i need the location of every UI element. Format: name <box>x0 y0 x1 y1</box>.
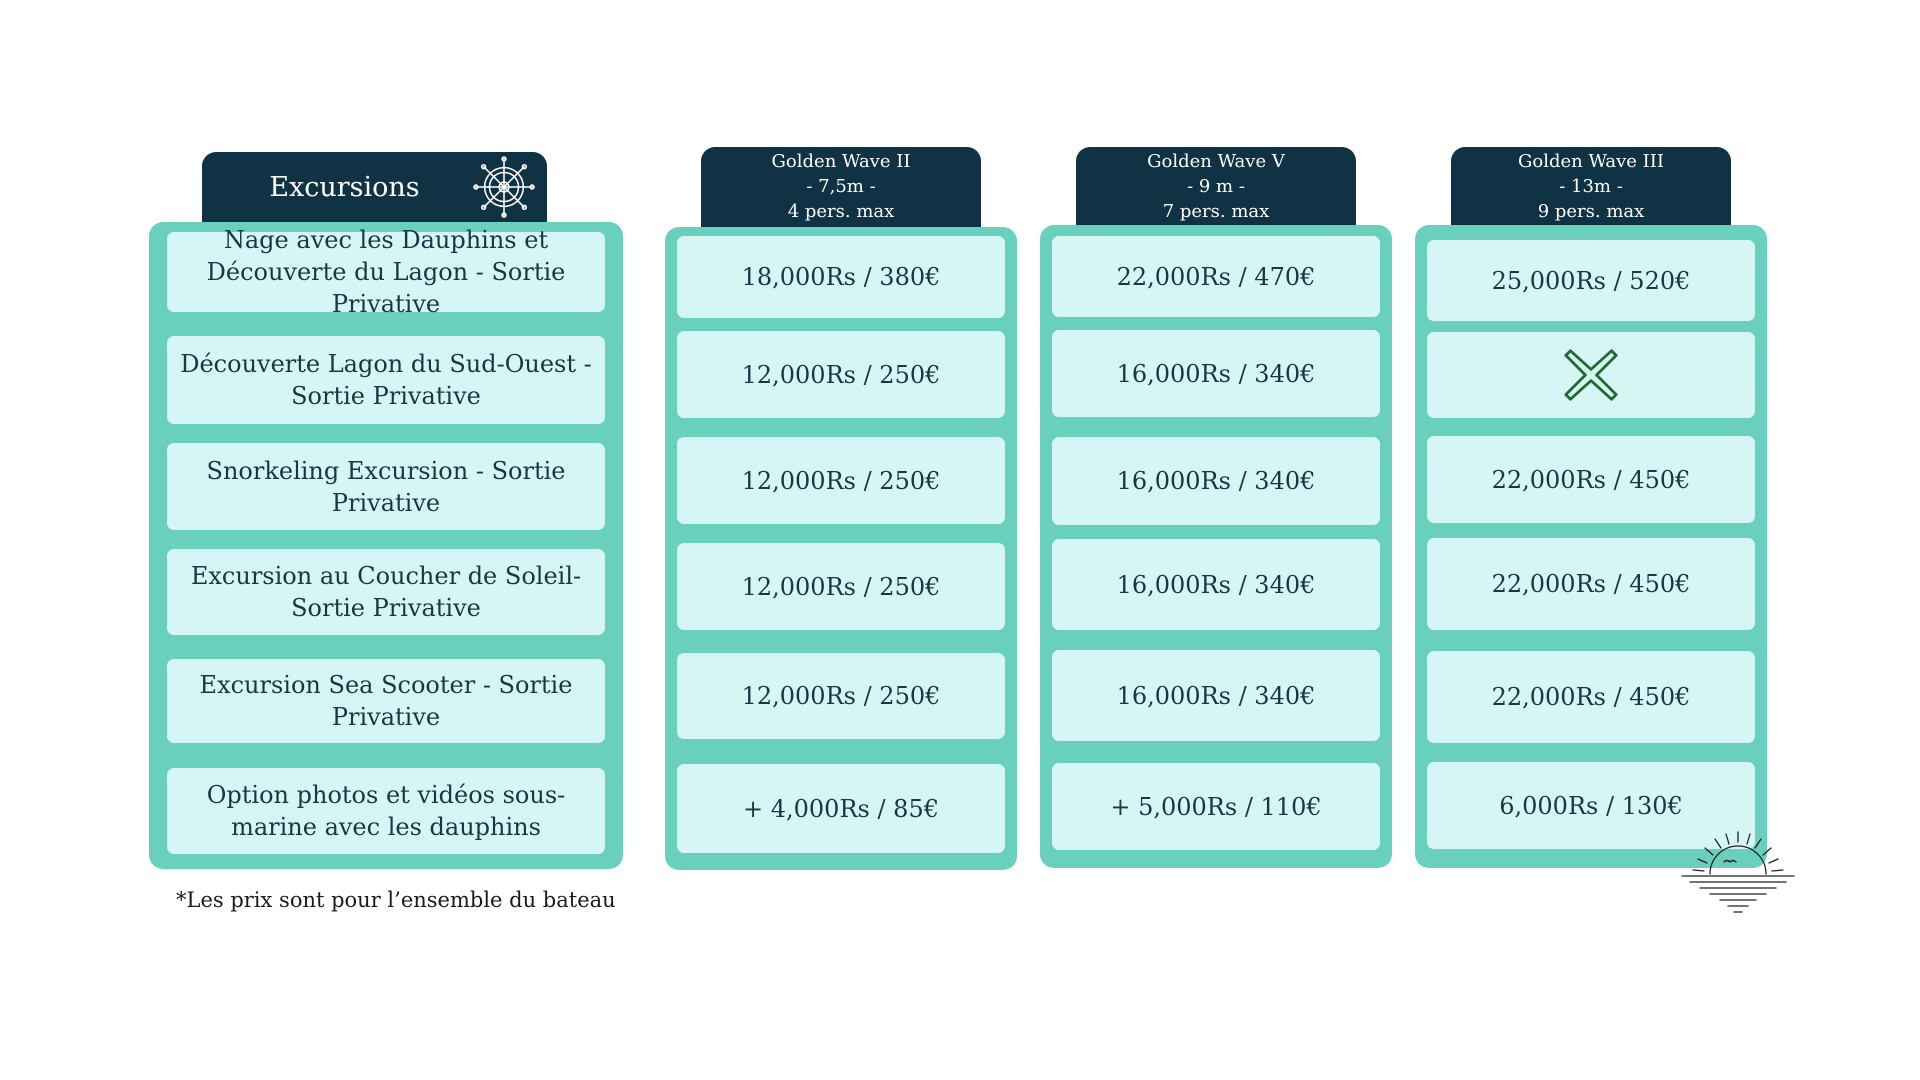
boat-length: - 7,5m - <box>806 176 876 197</box>
price-text: 12,000Rs / 250€ <box>741 682 941 710</box>
price-cell: 12,000Rs / 250€ <box>677 543 1005 630</box>
excursion-item-lagoon: Découverte Lagon du Sud-Ouest - Sortie P… <box>167 336 605 424</box>
excursion-item-sea-scooter: Excursion Sea Scooter - Sortie Privative <box>167 659 605 743</box>
excursion-item-dolphins: Nage avec les Dauphins et Découverte du … <box>167 226 605 318</box>
price-text: 16,000Rs / 340€ <box>1116 681 1316 710</box>
sunset-icon <box>1681 831 1795 913</box>
price-text: 22,000Rs / 470€ <box>1116 262 1316 291</box>
excursion-label: Excursion Sea Scooter - Sortie Privative <box>199 671 573 731</box>
price-text: 16,000Rs / 340€ <box>1116 467 1316 495</box>
price-cell: 6,000Rs / 130€ <box>1427 762 1755 849</box>
cross-icon <box>1564 349 1618 401</box>
boat-capacity: 7 pers. max <box>1162 201 1270 222</box>
price-text: + 4,000Rs / 85€ <box>743 794 939 823</box>
price-text: 22,000Rs / 450€ <box>1491 465 1691 494</box>
boat-length: - 13m - <box>1559 176 1623 197</box>
price-text: 12,000Rs / 250€ <box>741 466 941 495</box>
price-text: 16,000Rs / 340€ <box>1116 359 1316 388</box>
excursion-label: Snorkeling Excursion - Sortie Privative <box>206 456 566 517</box>
price-cell: 12,000Rs / 250€ <box>677 437 1005 524</box>
boat-header-golden-wave-v: Golden Wave V - 9 m - 7 pers. max <box>1076 147 1356 229</box>
price-cell: 22,000Rs / 450€ <box>1427 651 1755 743</box>
boat-name: Golden Wave II <box>771 151 911 172</box>
excursions-title: Excursions <box>269 172 420 203</box>
price-cell: 18,000Rs / 380€ <box>677 236 1005 318</box>
boat-header-golden-wave-iii: Golden Wave III - 13m - 9 pers. max <box>1451 147 1731 229</box>
price-text: 22,000Rs / 450€ <box>1491 683 1691 711</box>
price-text: 25,000Rs / 520€ <box>1491 266 1691 295</box>
ship-wheel-icon <box>473 156 535 218</box>
excursion-item-sunset: Excursion au Coucher de Soleil- Sortie P… <box>167 549 605 635</box>
price-cell: + 4,000Rs / 85€ <box>677 764 1005 853</box>
price-cell: 22,000Rs / 470€ <box>1052 236 1380 317</box>
boat-capacity: 9 pers. max <box>1537 201 1645 222</box>
boat-name: Golden Wave III <box>1517 151 1664 172</box>
price-cell: 22,000Rs / 450€ <box>1427 538 1755 630</box>
footnote: *Les prix sont pour l’ensemble du bateau <box>176 888 616 912</box>
excursion-label: Découverte Lagon du Sud-Ouest - Sortie P… <box>180 350 592 410</box>
boat-length: - 9 m - <box>1187 176 1245 197</box>
excursion-label: Nage avec les Dauphins et Découverte du … <box>206 226 566 318</box>
boat-name: Golden Wave V <box>1147 151 1285 172</box>
price-cell: 16,000Rs / 340€ <box>1052 539 1380 630</box>
price-text: 18,000Rs / 380€ <box>741 263 941 291</box>
price-text: 6,000Rs / 130€ <box>1499 791 1683 820</box>
price-text: 16,000Rs / 340€ <box>1116 570 1316 599</box>
price-cell: 22,000Rs / 450€ <box>1427 436 1755 523</box>
excursion-item-photo-option: Option photos et vidéos sous-marine avec… <box>167 768 605 854</box>
boat-capacity: 4 pers. max <box>787 201 895 222</box>
excursions-header: Excursions <box>202 152 547 224</box>
price-text: 12,000Rs / 250€ <box>741 360 941 389</box>
price-cell: + 5,000Rs / 110€ <box>1052 763 1380 850</box>
price-cell: 16,000Rs / 340€ <box>1052 330 1380 417</box>
price-cell: 12,000Rs / 250€ <box>677 331 1005 418</box>
excursion-label: Excursion au Coucher de Soleil- Sortie P… <box>190 562 582 622</box>
boat-header-golden-wave-ii: Golden Wave II - 7,5m - 4 pers. max <box>701 147 981 229</box>
boat-panel-golden-wave-iii: 25,000Rs / 520€ 22,000Rs / 450€ 22,000Rs… <box>1415 225 1767 868</box>
price-text: + 5,000Rs / 110€ <box>1110 792 1322 821</box>
excursion-label: Option photos et vidéos sous-marine avec… <box>206 781 566 841</box>
excursion-item-snorkeling: Snorkeling Excursion - Sortie Privative <box>167 443 605 530</box>
boat-panel-golden-wave-ii: 18,000Rs / 380€ 12,000Rs / 250€ 12,000Rs… <box>665 227 1017 870</box>
price-cell: 12,000Rs / 250€ <box>677 653 1005 739</box>
price-cell: 25,000Rs / 520€ <box>1427 240 1755 321</box>
price-cell: 16,000Rs / 340€ <box>1052 437 1380 525</box>
price-text: 12,000Rs / 250€ <box>741 572 941 601</box>
price-cell: 16,000Rs / 340€ <box>1052 650 1380 741</box>
excursions-panel: Nage avec les Dauphins et Découverte du … <box>149 222 623 869</box>
price-text: 22,000Rs / 450€ <box>1491 570 1691 598</box>
boat-panel-golden-wave-v: 22,000Rs / 470€ 16,000Rs / 340€ 16,000Rs… <box>1040 225 1392 868</box>
unavailable-cell <box>1427 332 1755 418</box>
